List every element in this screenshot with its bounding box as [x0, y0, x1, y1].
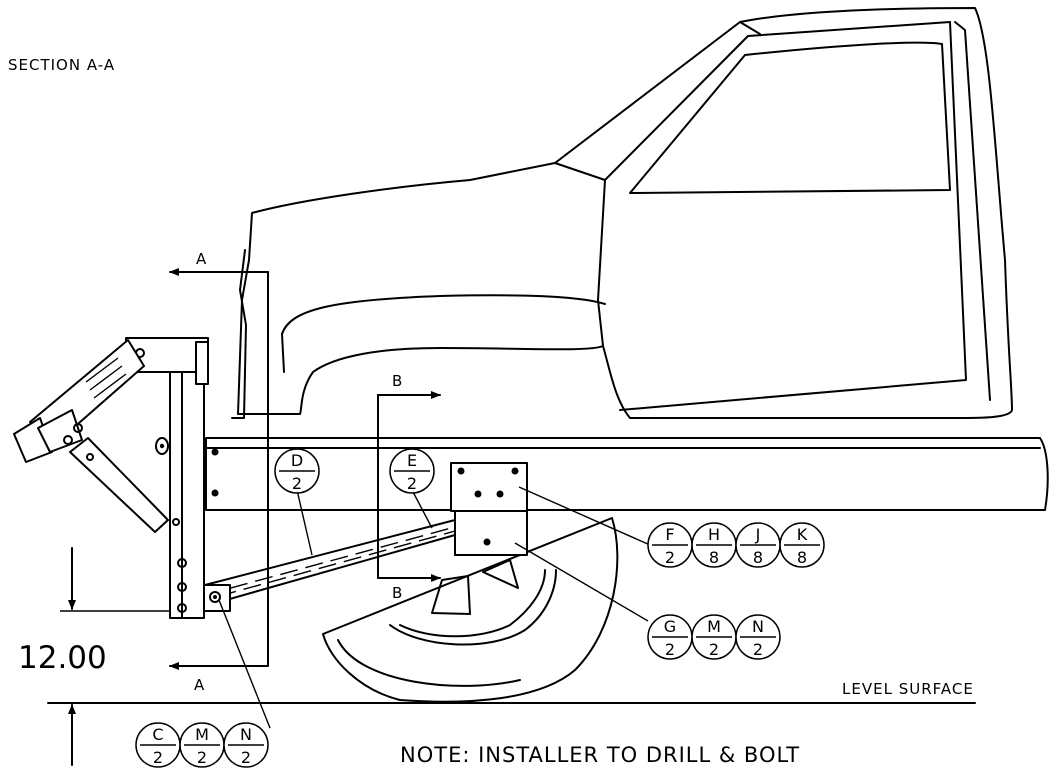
callout-letter: D — [291, 451, 303, 470]
callout-fhjk: F 2 H 8 J 8 K 8 — [647, 522, 825, 568]
frame-rail — [205, 437, 1049, 511]
section-title: SECTION A-A — [8, 56, 115, 74]
callout-letter: N — [240, 725, 252, 744]
callout-qty: 2 — [665, 548, 675, 567]
level-surface-label: LEVEL SURFACE — [842, 680, 974, 698]
section-b-bottom-label: B — [392, 584, 402, 602]
callout-letter: G — [664, 617, 676, 636]
callout-qty: 8 — [753, 548, 763, 567]
brace-arm — [204, 519, 456, 607]
height-dim-value: 12.00 — [18, 640, 107, 676]
callout-letter: C — [152, 725, 163, 744]
callout-qty: 8 — [797, 548, 807, 567]
callout-qty: 2 — [197, 748, 207, 767]
section-a-top-label: A — [196, 250, 207, 268]
callout-qty: 2 — [153, 748, 163, 767]
callout-qty: 2 — [753, 640, 763, 659]
callout-letter: J — [755, 525, 761, 544]
mount-plates — [450, 462, 528, 556]
leader-lines — [218, 486, 651, 729]
section-line-b: B B — [377, 372, 441, 602]
callout-qty: 2 — [407, 474, 417, 493]
callout-gmn: G 2 M 2 N 2 — [647, 614, 781, 660]
section-line-a: A A — [169, 250, 269, 694]
callout-qty: 2 — [241, 748, 251, 767]
callout-qty: 8 — [709, 548, 719, 567]
callout-e: E2 — [389, 448, 435, 494]
wheel — [322, 517, 619, 703]
callout-d: D2 — [274, 448, 320, 494]
callout-letter: E — [407, 451, 417, 470]
callout-cmn: C 2 M 2 N 2 — [135, 722, 269, 768]
hitch-assembly — [13, 337, 231, 619]
callout-letter: K — [797, 525, 808, 544]
section-a-bottom-label: A — [194, 676, 205, 694]
callout-letter: H — [708, 525, 720, 544]
truck-cab — [231, 7, 1013, 419]
callout-qty: 2 — [292, 474, 302, 493]
callout-letter: M — [195, 725, 209, 744]
callout-letter: N — [752, 617, 764, 636]
installation-note: NOTE: INSTALLER TO DRILL & BOLT — [400, 743, 800, 767]
callout-qty: 2 — [709, 640, 719, 659]
callout-qty: 2 — [665, 640, 675, 659]
height-dimension: 12.00 — [18, 547, 170, 766]
callout-letter: F — [665, 525, 674, 544]
callout-letter: M — [707, 617, 721, 636]
section-b-top-label: B — [392, 372, 402, 390]
